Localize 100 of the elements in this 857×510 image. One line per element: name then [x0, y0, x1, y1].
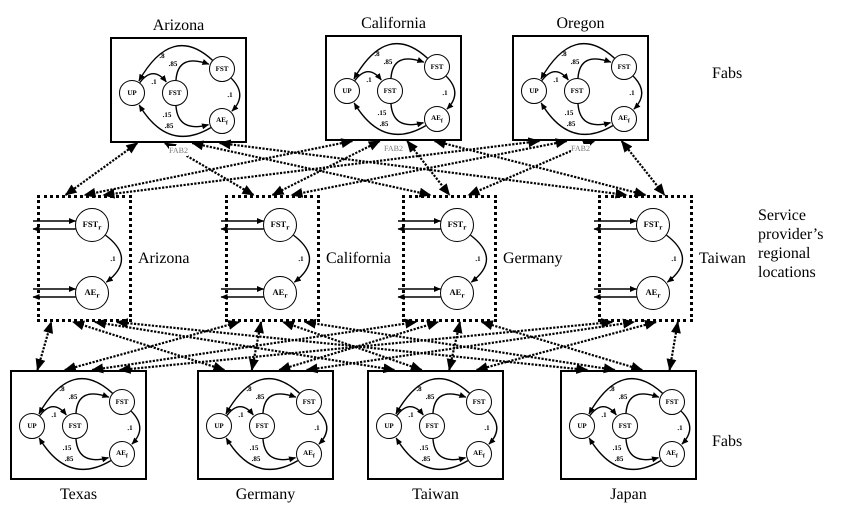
fab-note: FAB2 [169, 146, 188, 156]
arrow [540, 102, 614, 136]
arrow [262, 438, 296, 462]
location-title: Texas [60, 485, 98, 505]
arrow [406, 140, 450, 196]
arrow [594, 226, 636, 232]
arrow [589, 406, 617, 416]
arrow [221, 286, 264, 292]
state-circle: AE$_{r}$ [636, 276, 670, 310]
arrow [354, 102, 426, 136]
arrow [175, 106, 209, 130]
state-circle: FST$_{r}$ [75, 208, 109, 242]
arrow [666, 234, 684, 283]
arrow [75, 392, 110, 414]
arrow [220, 294, 264, 300]
arrow [625, 392, 660, 414]
arrow [396, 438, 468, 470]
arrow [625, 438, 659, 462]
state-circle: FST$_{r}$ [263, 208, 297, 242]
location-title: Taiwan [699, 248, 746, 268]
arrow [36, 321, 53, 371]
arrow [398, 226, 440, 232]
arrow [272, 140, 381, 196]
arrow [432, 392, 466, 414]
arrow [446, 76, 456, 110]
row-label: Fabs [712, 432, 744, 451]
location-title: California [361, 14, 426, 34]
arrow [164, 142, 254, 196]
location-title: California [326, 248, 391, 268]
arrow [395, 378, 470, 414]
arrow [38, 438, 112, 470]
arrow [446, 321, 462, 371]
location-title: Taiwan [412, 485, 459, 505]
arrow [84, 138, 354, 198]
arrow [32, 294, 76, 300]
location-title: Germany [503, 248, 563, 268]
arrow [130, 410, 140, 445]
arrow [33, 218, 76, 224]
arrow [175, 59, 210, 80]
arrow [191, 140, 432, 198]
arrow [594, 218, 637, 224]
arrow [354, 70, 382, 82]
arrow [594, 294, 636, 300]
arrow [221, 218, 264, 224]
arrow [666, 321, 681, 371]
arrow [577, 57, 612, 78]
service-location-group [402, 195, 563, 322]
state-circle: FST$_{r}$ [636, 208, 670, 242]
arrow [248, 321, 264, 371]
state-circle: AE$_{r}$ [263, 276, 297, 310]
arrow [398, 286, 441, 292]
service-location-group [598, 195, 746, 322]
arrow [139, 72, 167, 84]
arrow [390, 57, 424, 78]
arrow [577, 104, 611, 128]
arrow [468, 140, 596, 196]
arrow [32, 226, 76, 232]
arrow [434, 138, 646, 198]
arrow [64, 142, 138, 196]
arrow [588, 378, 663, 414]
row-label: Fabs [712, 64, 744, 83]
arrow [540, 43, 615, 80]
location-title: Oregon [556, 14, 604, 34]
arrow [225, 378, 300, 414]
state-circle: AE$_{r}$ [440, 276, 474, 310]
arrow [594, 286, 637, 292]
arrow [226, 438, 298, 470]
location-title: Japan [610, 485, 647, 505]
arrow [390, 104, 424, 128]
arrow [396, 406, 424, 416]
arrow [318, 410, 328, 445]
arrow [680, 410, 690, 445]
service-location-group [37, 195, 190, 322]
location-title: Arizona [152, 16, 204, 36]
state-circle: FST$_{r}$ [440, 208, 474, 242]
arrow [220, 226, 264, 232]
arrow [632, 76, 642, 110]
location-title: Arizona [138, 248, 190, 268]
arrow [262, 392, 296, 414]
service-location-group [225, 195, 391, 322]
row-label: Service provider’s regional locations [758, 206, 824, 282]
state-circle: AE$_{r}$ [75, 276, 109, 310]
arrow [541, 70, 569, 82]
arrow [293, 234, 310, 283]
arrow [588, 438, 662, 470]
arrow [470, 234, 488, 283]
arrow [353, 43, 428, 80]
arrow [138, 104, 212, 138]
arrow [488, 410, 498, 445]
arrow [398, 218, 441, 224]
arrow [620, 140, 666, 196]
arrow [102, 137, 540, 199]
fab-note: FAB2 [571, 144, 590, 154]
arrow [33, 286, 76, 292]
arrow [226, 406, 254, 416]
arrow [38, 378, 113, 414]
arrow [39, 406, 67, 416]
arrow [75, 438, 109, 462]
arrow [230, 78, 240, 112]
arrow [105, 234, 122, 283]
